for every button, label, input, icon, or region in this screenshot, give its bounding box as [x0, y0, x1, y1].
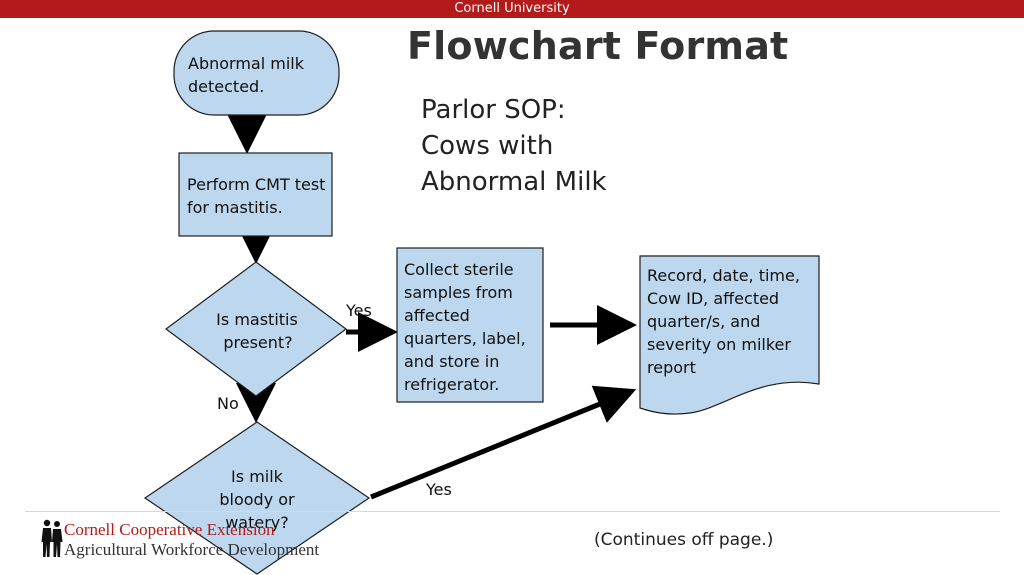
record-report-node: Record, date, time, Cow ID, affected qua… — [639, 255, 820, 415]
slide-subtitle: Parlor SOP: Cows with Abnormal Milk — [421, 92, 607, 200]
collect-samples-line: Collect sterile — [404, 260, 514, 279]
bloody-decision-line: watery? — [225, 513, 289, 532]
cmt-test-line: Perform CMT test — [187, 175, 325, 194]
footer-divider — [25, 511, 1000, 512]
mastitis-decision-node: Is mastitis present? — [164, 261, 348, 397]
start-line: detected. — [188, 77, 264, 96]
start-node: Abnormal milk detected. — [173, 30, 340, 116]
edge-label-bloody-yes: Yes — [425, 480, 452, 499]
logo-line-2: Agricultural Workforce Development — [64, 540, 320, 559]
record-report-line: Record, date, time, — [647, 266, 800, 285]
bloody-decision-line: Is milk — [231, 467, 284, 486]
people-silhouette-icon — [41, 519, 63, 557]
collect-samples-line: and store in — [404, 352, 499, 371]
collect-samples-line: refrigerator. — [404, 375, 499, 394]
collect-samples-line: samples from — [404, 283, 513, 302]
record-report-line: quarter/s, and — [647, 312, 760, 331]
bloody-decision-line: bloody or — [219, 490, 295, 509]
edge-label-mastitis-no: No — [217, 394, 239, 413]
cmt-test-node: Perform CMT test for mastitis. — [178, 152, 333, 237]
record-report-shape — [639, 255, 820, 415]
bloody-decision-shape — [143, 421, 371, 575]
start-shape — [173, 30, 340, 116]
logo-line-1: Cornell Cooperative Extension — [64, 520, 275, 539]
subtitle-line: Cows with — [421, 131, 554, 161]
mastitis-decision-line: present? — [223, 333, 292, 352]
continues-note: (Continues off page.) — [594, 530, 774, 550]
cmt-test-line: for mastitis. — [187, 198, 283, 217]
institution-banner: Cornell University — [0, 0, 1024, 18]
edge-label-mastitis-yes: Yes — [345, 301, 372, 320]
collect-samples-node: Collect sterile samples from affected qu… — [396, 247, 544, 403]
bloody-decision-node: Is milk bloody or watery? — [143, 421, 371, 575]
subtitle-line: Parlor SOP: — [421, 95, 566, 125]
start-line: Abnormal milk — [188, 54, 305, 73]
record-report-line: report — [647, 358, 696, 377]
record-report-line: Cow ID, affected — [647, 289, 779, 308]
connectors — [227, 114, 637, 500]
mastitis-decision-line: Is mastitis — [216, 310, 298, 329]
arrow-bloody-yes — [370, 385, 637, 500]
cmt-test-shape — [178, 152, 333, 237]
slide-title: Flowchart Format — [407, 24, 789, 68]
mastitis-decision-shape — [164, 261, 348, 397]
collect-samples-line: affected — [404, 306, 470, 325]
record-report-line: severity on milker — [647, 335, 791, 354]
collect-samples-line: quarters, label, — [404, 329, 526, 348]
collect-samples-shape — [396, 247, 544, 403]
cornell-extension-logo: Cornell Cooperative Extension Agricultur… — [40, 518, 340, 560]
subtitle-line: Abnormal Milk — [421, 167, 607, 197]
